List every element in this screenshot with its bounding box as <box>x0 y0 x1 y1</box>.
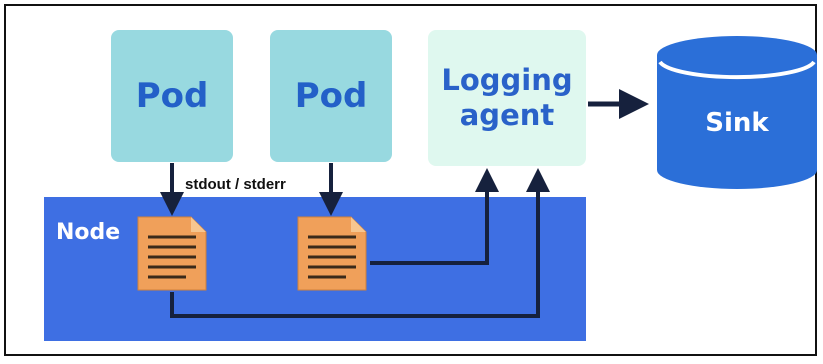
pod-box-2: Pod <box>270 30 392 162</box>
pod-label-2: Pod <box>294 76 368 116</box>
arrow-file1-to-agent <box>170 168 550 318</box>
log-file-icon-2 <box>297 216 367 291</box>
sink-cylinder-icon <box>657 36 817 189</box>
logging-agent-label-line1: Logging <box>441 63 573 98</box>
sink-label: Sink <box>705 108 769 138</box>
logging-agent-label-line2: agent <box>459 98 555 132</box>
pod-box-1: Pod <box>111 30 233 162</box>
node-label: Node <box>56 220 121 245</box>
arrow-file2-to-agent <box>370 168 499 265</box>
pod-label-1: Pod <box>135 76 209 116</box>
log-file-icon-1 <box>137 216 207 291</box>
stdout-stderr-label: stdout / stderr <box>185 176 286 193</box>
logging-agent-box: Logging agent <box>428 30 586 166</box>
